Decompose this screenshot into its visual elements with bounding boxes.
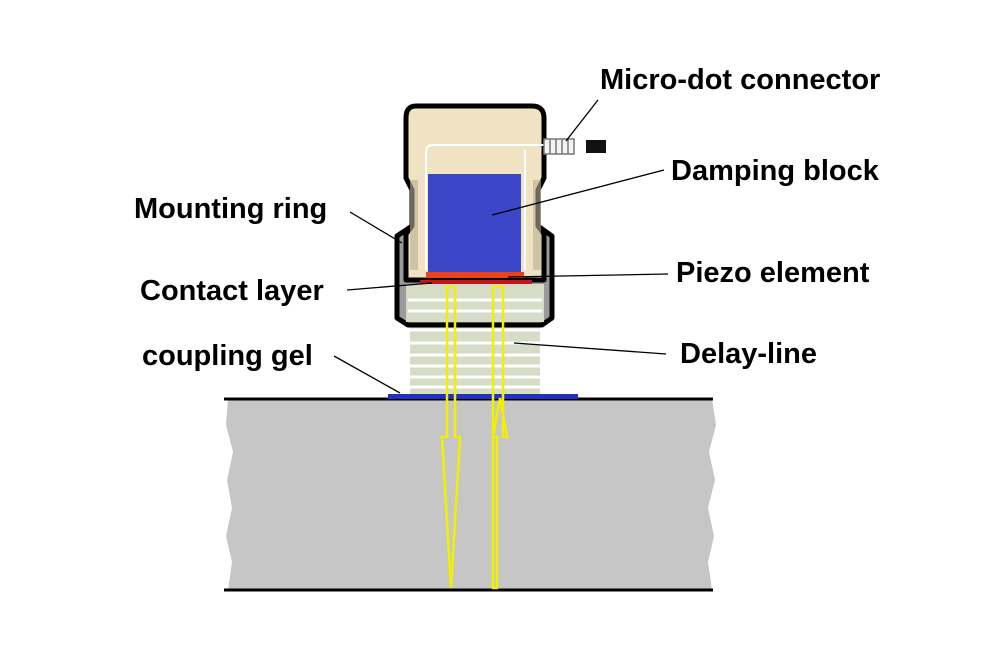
- housing-side-shading-right: [533, 180, 541, 270]
- leader-lines: [333, 99, 669, 394]
- leader-micro-dot-connector: [565, 99, 599, 142]
- mounting-ring-face-stripes: [408, 298, 542, 313]
- connector-threads: [549, 139, 569, 154]
- leader-delay-line: [513, 342, 667, 355]
- test-piece: [224, 397, 716, 592]
- leader-damping-block: [491, 169, 665, 216]
- leader-coupling-gel: [333, 355, 401, 394]
- leader-mounting-ring: [349, 211, 403, 244]
- coupling-gel-layer: [388, 394, 578, 399]
- outgoing-pulse-arrow: [440, 285, 462, 589]
- test-piece-body: [226, 399, 716, 590]
- micro-dot-connector: [543, 138, 606, 155]
- label-mounting-ring: Mounting ring: [134, 193, 327, 225]
- connector-sleeve: [543, 138, 575, 155]
- damping-block-body: [428, 174, 521, 277]
- connector-tip: [586, 140, 606, 153]
- sound-path-arrows: [440, 285, 509, 590]
- connector-wire: [425, 144, 545, 270]
- label-coupling-gel: coupling gel: [142, 340, 313, 372]
- mounting-ring-inner-face: [406, 284, 544, 322]
- piezo-element-body: [426, 272, 524, 278]
- leader-piezo-element: [507, 273, 669, 278]
- returning-echo-arrow: [491, 285, 509, 590]
- leader-contact-layer: [346, 282, 433, 291]
- contact-layer-body: [420, 280, 532, 284]
- label-micro-dot-connector: Micro-dot connector: [600, 64, 880, 96]
- label-damping-block: Damping block: [671, 155, 880, 187]
- label-delay-line: Delay-line: [680, 338, 817, 370]
- label-piezo-element: Piezo element: [676, 257, 870, 289]
- delay-line-stripes: [410, 328, 540, 389]
- label-contact-layer: Contact layer: [140, 275, 324, 307]
- housing-side-shading-left: [410, 180, 418, 270]
